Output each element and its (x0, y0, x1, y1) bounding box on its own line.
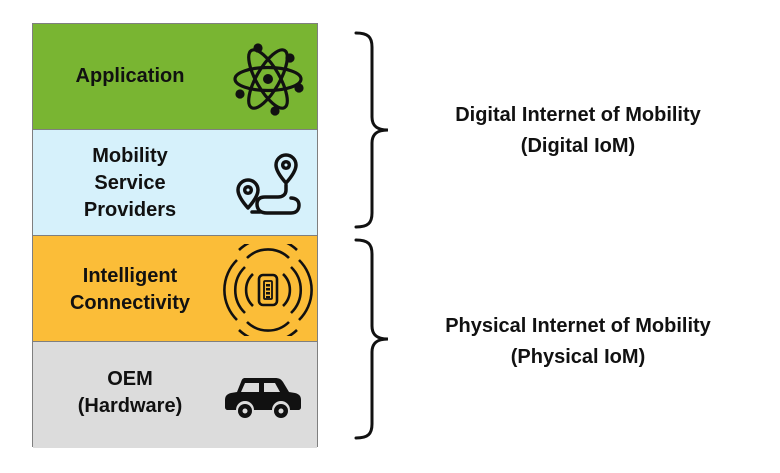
layer-oem-hardware: OEM (Hardware) (33, 342, 317, 448)
atom-icon (233, 43, 304, 116)
route-pins-icon (236, 153, 301, 215)
digital-iom-label: Digital Internet of Mobility (Digital Io… (455, 104, 701, 157)
layer-application-label: Application (75, 65, 185, 87)
layer-connectivity-label: Intelligent Connectivity (69, 265, 191, 314)
physical-iom-brace (354, 238, 389, 440)
layer-oem-label: OEM (Hardware) (77, 368, 183, 417)
layer-mobility-service-providers: Mobility Service Providers (33, 130, 317, 236)
layer-application: Application (33, 24, 317, 130)
layer-stack: Application Mobility Service Providers (32, 23, 318, 448)
car-icon (225, 378, 301, 418)
digital-iom-brace (354, 31, 389, 229)
layer-intelligent-connectivity: Intelligent Connectivity (33, 236, 317, 342)
layer-mobility-label: Mobility Service Providers (83, 145, 177, 221)
physical-iom-label: Physical Internet of Mobility (Physical … (445, 315, 711, 368)
wireless-signal-device-icon (223, 244, 313, 336)
